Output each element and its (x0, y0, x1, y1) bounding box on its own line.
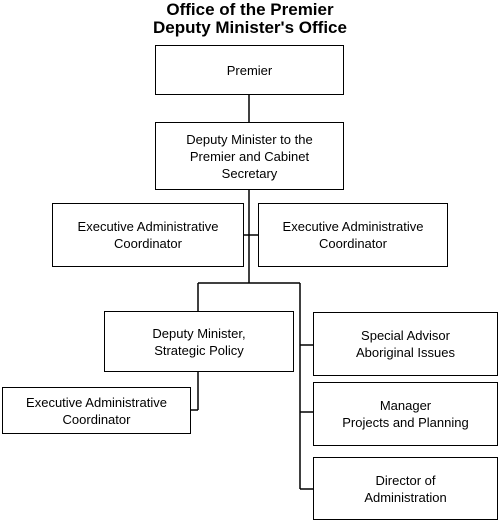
node-deputy-minister-strategic: Deputy Minister, Strategic Policy (104, 311, 294, 372)
node-exec-admin-bottom-label: Executive Administrative Coordinator (26, 394, 167, 427)
node-exec-admin-left-label: Executive Administrative Coordinator (77, 219, 219, 251)
node-director-admin: Director of Administration (313, 457, 498, 520)
node-deputy-minister-cabinet: Deputy Minister to the Premier and Cabin… (155, 122, 344, 190)
node-deputy-minister-strategic-label: Deputy Minister, Strategic Policy (152, 325, 246, 358)
node-exec-admin-left: Executive Administrative Coordinator (52, 203, 244, 267)
node-premier: Premier (155, 45, 344, 95)
node-exec-admin-bottom: Executive Administrative Coordinator (2, 387, 191, 434)
node-manager-projects-label: Manager Projects and Planning (342, 398, 469, 430)
page-title-line-1: Office of the Premier (166, 0, 334, 19)
page-title-line-2: Deputy Minister's Office (153, 18, 347, 37)
node-special-advisor-label: Special Advisor Aboriginal Issues (356, 328, 455, 360)
node-exec-admin-right: Executive Administrative Coordinator (258, 203, 448, 267)
node-manager-projects: Manager Projects and Planning (313, 382, 498, 446)
node-exec-admin-right-label: Executive Administrative Coordinator (282, 219, 424, 251)
node-director-admin-label: Director of Administration (364, 472, 447, 505)
node-deputy-minister-cabinet-label: Deputy Minister to the Premier and Cabin… (186, 131, 313, 181)
node-special-advisor: Special Advisor Aboriginal Issues (313, 312, 498, 376)
node-premier-label: Premier (226, 62, 273, 78)
